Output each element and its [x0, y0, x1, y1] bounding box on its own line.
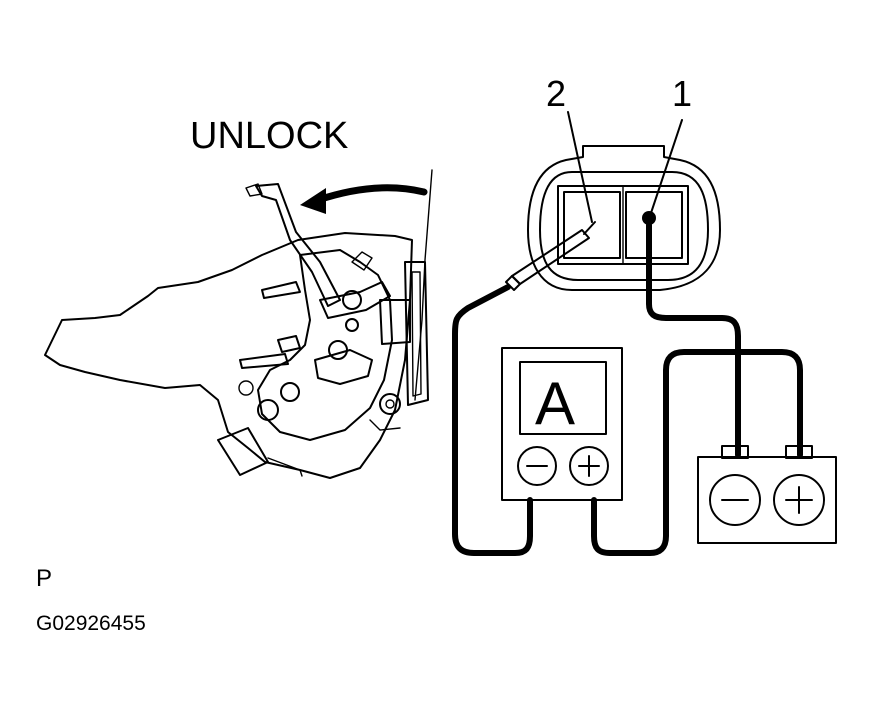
- figure-id: G02926455: [36, 612, 146, 635]
- unlock-label: UNLOCK: [190, 115, 348, 157]
- ammeter: [501, 347, 623, 501]
- test-probe: [505, 221, 596, 291]
- view-label: P: [36, 565, 52, 592]
- ammeter-label: A: [535, 370, 575, 437]
- terminal-2-label: 2: [546, 73, 566, 114]
- unlock-arrow-icon: [300, 188, 326, 214]
- connector: [527, 111, 721, 291]
- terminal-1-label: 1: [672, 73, 692, 114]
- door-lock-assembly: [44, 169, 433, 479]
- wiring: [452, 222, 803, 556]
- battery: [697, 445, 837, 544]
- terminal-1-dot-icon: [642, 211, 656, 225]
